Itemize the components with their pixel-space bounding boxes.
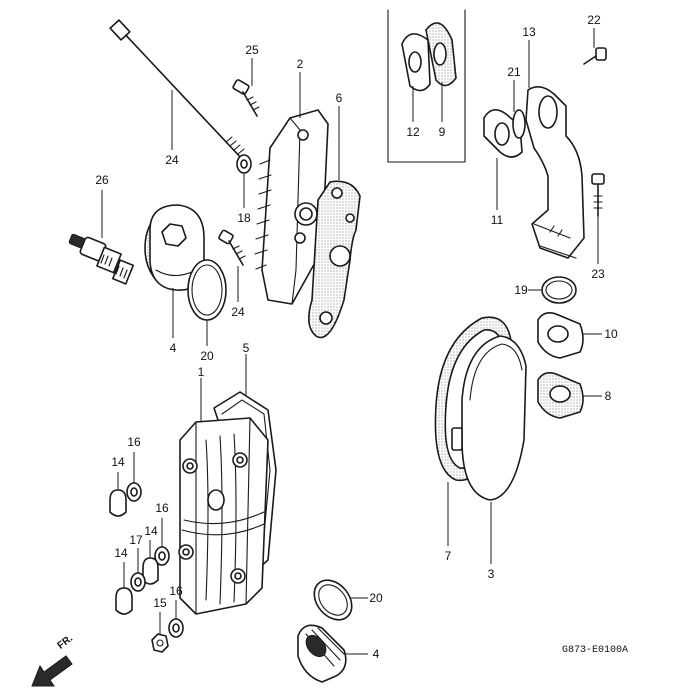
callout-24: 24 (165, 153, 179, 167)
callout-23: 23 (591, 267, 605, 281)
spark-plug-26 (68, 233, 135, 285)
callout-19: 19 (514, 283, 528, 297)
exhaust-pipe-13 (525, 86, 585, 259)
callout-20: 20 (200, 349, 214, 363)
stud-23 (591, 173, 605, 217)
ring-19 (541, 276, 577, 304)
inset-box (387, 9, 466, 163)
bolt-24-short (218, 229, 246, 266)
callout-11: 11 (491, 213, 504, 227)
callout-3: 3 (488, 567, 495, 581)
filler-cap-4-bottom (297, 624, 347, 683)
callout-17: 17 (129, 533, 143, 547)
washer-18 (236, 154, 252, 174)
callout-16: 16 (155, 501, 169, 515)
gasket-9 (425, 22, 457, 87)
callout-13: 13 (522, 25, 536, 39)
callout-14: 14 (114, 546, 128, 560)
gasket-8 (537, 372, 584, 419)
callout-22: 22 (587, 13, 601, 27)
callout-26: 26 (95, 173, 109, 187)
washer-16-c (168, 618, 184, 638)
head-cover-1 (178, 417, 269, 615)
callout-8: 8 (605, 389, 612, 403)
washer-17 (130, 572, 146, 592)
callout-16: 16 (127, 435, 141, 449)
cap-nut-14-a (109, 489, 127, 517)
leader-lines (101, 28, 602, 655)
diagram-reference-code: G873-E0100A (562, 645, 628, 656)
front-direction-arrow (31, 655, 73, 687)
cap-nut-14-c (115, 587, 133, 615)
cylinder-head-2 (254, 109, 329, 305)
callout-10: 10 (604, 327, 618, 341)
front-direction-label: FR. (56, 633, 76, 652)
gasket-6 (308, 180, 361, 339)
callout-2: 2 (297, 57, 304, 71)
stud-bolt-long (109, 19, 245, 161)
o-ring-20-top (187, 259, 227, 321)
callout-24: 24 (231, 305, 245, 319)
washer-16-a (126, 482, 142, 502)
callout-6: 6 (336, 91, 343, 105)
callout-14: 14 (144, 524, 158, 538)
callout-4: 4 (170, 341, 177, 355)
callout-21: 21 (507, 65, 521, 79)
callout-15: 15 (153, 596, 167, 610)
bolt-25 (232, 79, 260, 117)
callout-4: 4 (373, 647, 380, 661)
gasket-10 (537, 312, 584, 359)
callout-20: 20 (369, 591, 383, 605)
nut-15 (151, 633, 169, 653)
bolt-22 (583, 47, 607, 65)
ring-21 (512, 109, 526, 139)
callout-5: 5 (243, 341, 250, 355)
gasket-12 (401, 33, 431, 92)
callout-12: 12 (406, 125, 420, 139)
o-ring-20-bottom (313, 579, 353, 621)
cap-nut-14-b (142, 557, 159, 585)
callout-9: 9 (439, 125, 446, 139)
callout-16: 16 (169, 584, 183, 598)
callout-1: 1 (198, 365, 205, 379)
callout-labels: 25 2 6 24 18 26 24 4 20 5 1 12 9 13 22 2… (95, 13, 618, 661)
callout-14: 14 (111, 455, 125, 469)
side-cover-3 (451, 335, 527, 501)
callout-25: 25 (245, 43, 259, 57)
parts-layer (31, 9, 607, 687)
callout-7: 7 (445, 549, 452, 563)
callout-18: 18 (237, 211, 251, 225)
